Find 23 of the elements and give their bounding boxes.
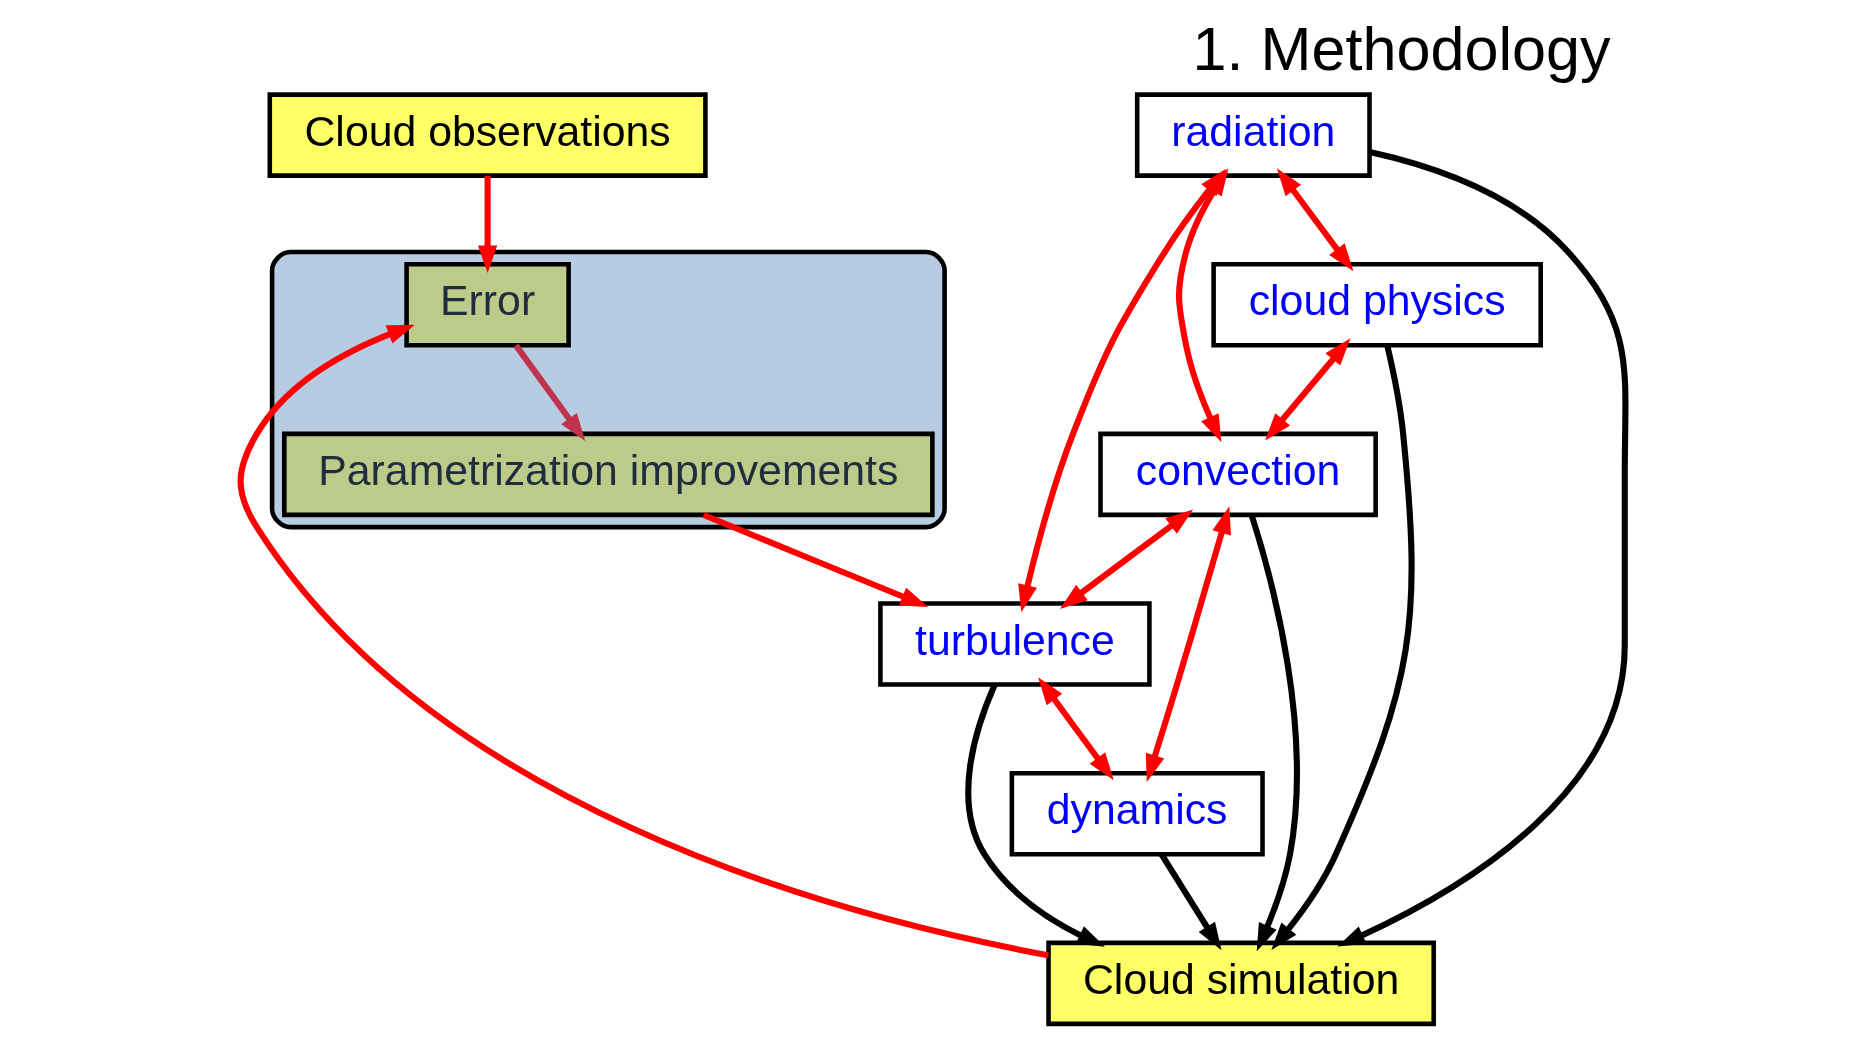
node-box: Error <box>403 261 571 348</box>
node-box: cloud physics <box>1210 261 1543 348</box>
arrow <box>237 324 1049 958</box>
node-box: Parametrization improvements <box>281 431 935 517</box>
arrow <box>1264 337 1350 441</box>
arrow <box>477 175 497 273</box>
node-box: Cloud simulation <box>1045 940 1436 1026</box>
node-box: convection <box>1097 431 1378 517</box>
arrow <box>1270 344 1415 950</box>
arrow <box>1145 505 1231 782</box>
cluster <box>269 249 947 529</box>
arrow <box>702 511 928 607</box>
arrow <box>1037 676 1114 780</box>
node-box: Cloud observations <box>267 91 708 178</box>
node-box: turbulence <box>877 600 1152 687</box>
arrow <box>964 683 1105 947</box>
arrow <box>1276 167 1353 271</box>
node-box: dynamics <box>1009 770 1265 857</box>
node-box: radiation <box>1134 91 1372 178</box>
arrow <box>1059 509 1193 609</box>
arrow <box>1337 148 1628 946</box>
arrow <box>512 343 585 441</box>
diagram-title: 1. Methodology <box>1192 14 1611 83</box>
